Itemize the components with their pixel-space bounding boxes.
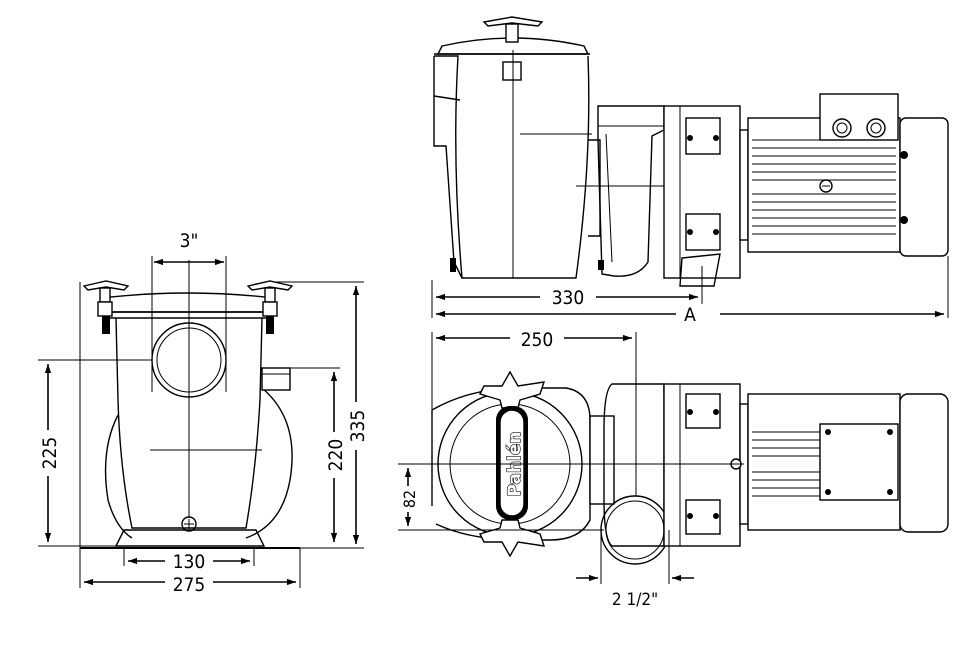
dim-front-height-225-label: 225 <box>39 437 61 470</box>
side-strainer-body <box>434 55 590 279</box>
side-lid <box>436 37 590 55</box>
top-lid-handle-top <box>479 370 546 409</box>
top-view: Pahlén <box>431 370 949 565</box>
side-foot <box>679 253 721 287</box>
front-view-dimensions: 3" 225 220 335 130 275 <box>38 230 369 596</box>
side-motor-fins <box>752 139 896 235</box>
front-lid-handle-left <box>82 280 130 334</box>
dim-side-length-A-label: A <box>684 304 696 326</box>
dim-top-offset-82-label: 82 <box>400 490 419 508</box>
top-fan-cover <box>899 393 949 533</box>
dim-top-length-250-label: 250 <box>521 329 554 351</box>
dim-front-base-275-label: 275 <box>173 574 206 596</box>
side-drain-bolt <box>450 258 456 272</box>
front-outlet-stub <box>261 367 291 391</box>
front-view <box>80 260 300 549</box>
top-motor-fins <box>752 431 820 497</box>
top-lid-handle-bottom <box>479 519 546 558</box>
side-view-dimensions: 330 A <box>431 256 949 328</box>
top-terminal-box <box>819 423 899 501</box>
dim-front-height-220-label: 220 <box>325 439 347 472</box>
side-cable-gland-right <box>866 118 886 138</box>
side-fan-cover <box>899 117 949 257</box>
top-view-dimensions: 250 82 2 1/2" <box>398 326 744 610</box>
top-volute <box>603 383 665 547</box>
dim-front-height-335-label: 335 <box>347 410 369 443</box>
side-view <box>433 16 949 304</box>
front-pump-housing <box>104 414 133 539</box>
dim-side-length-330-label: 330 <box>552 287 585 309</box>
side-cable-gland-left <box>832 118 852 138</box>
side-lid-handle <box>482 16 544 27</box>
dim-front-base-130-label: 130 <box>173 551 206 573</box>
side-terminal-box <box>819 93 899 141</box>
front-lid-handle-right <box>246 280 294 334</box>
top-outlet-port <box>600 495 670 565</box>
dim-front-inlet-label: 3" <box>180 230 199 252</box>
front-lid <box>101 292 275 313</box>
side-volute <box>597 105 665 277</box>
front-base <box>114 529 266 547</box>
dim-top-outlet-label: 2 1/2" <box>612 590 658 610</box>
